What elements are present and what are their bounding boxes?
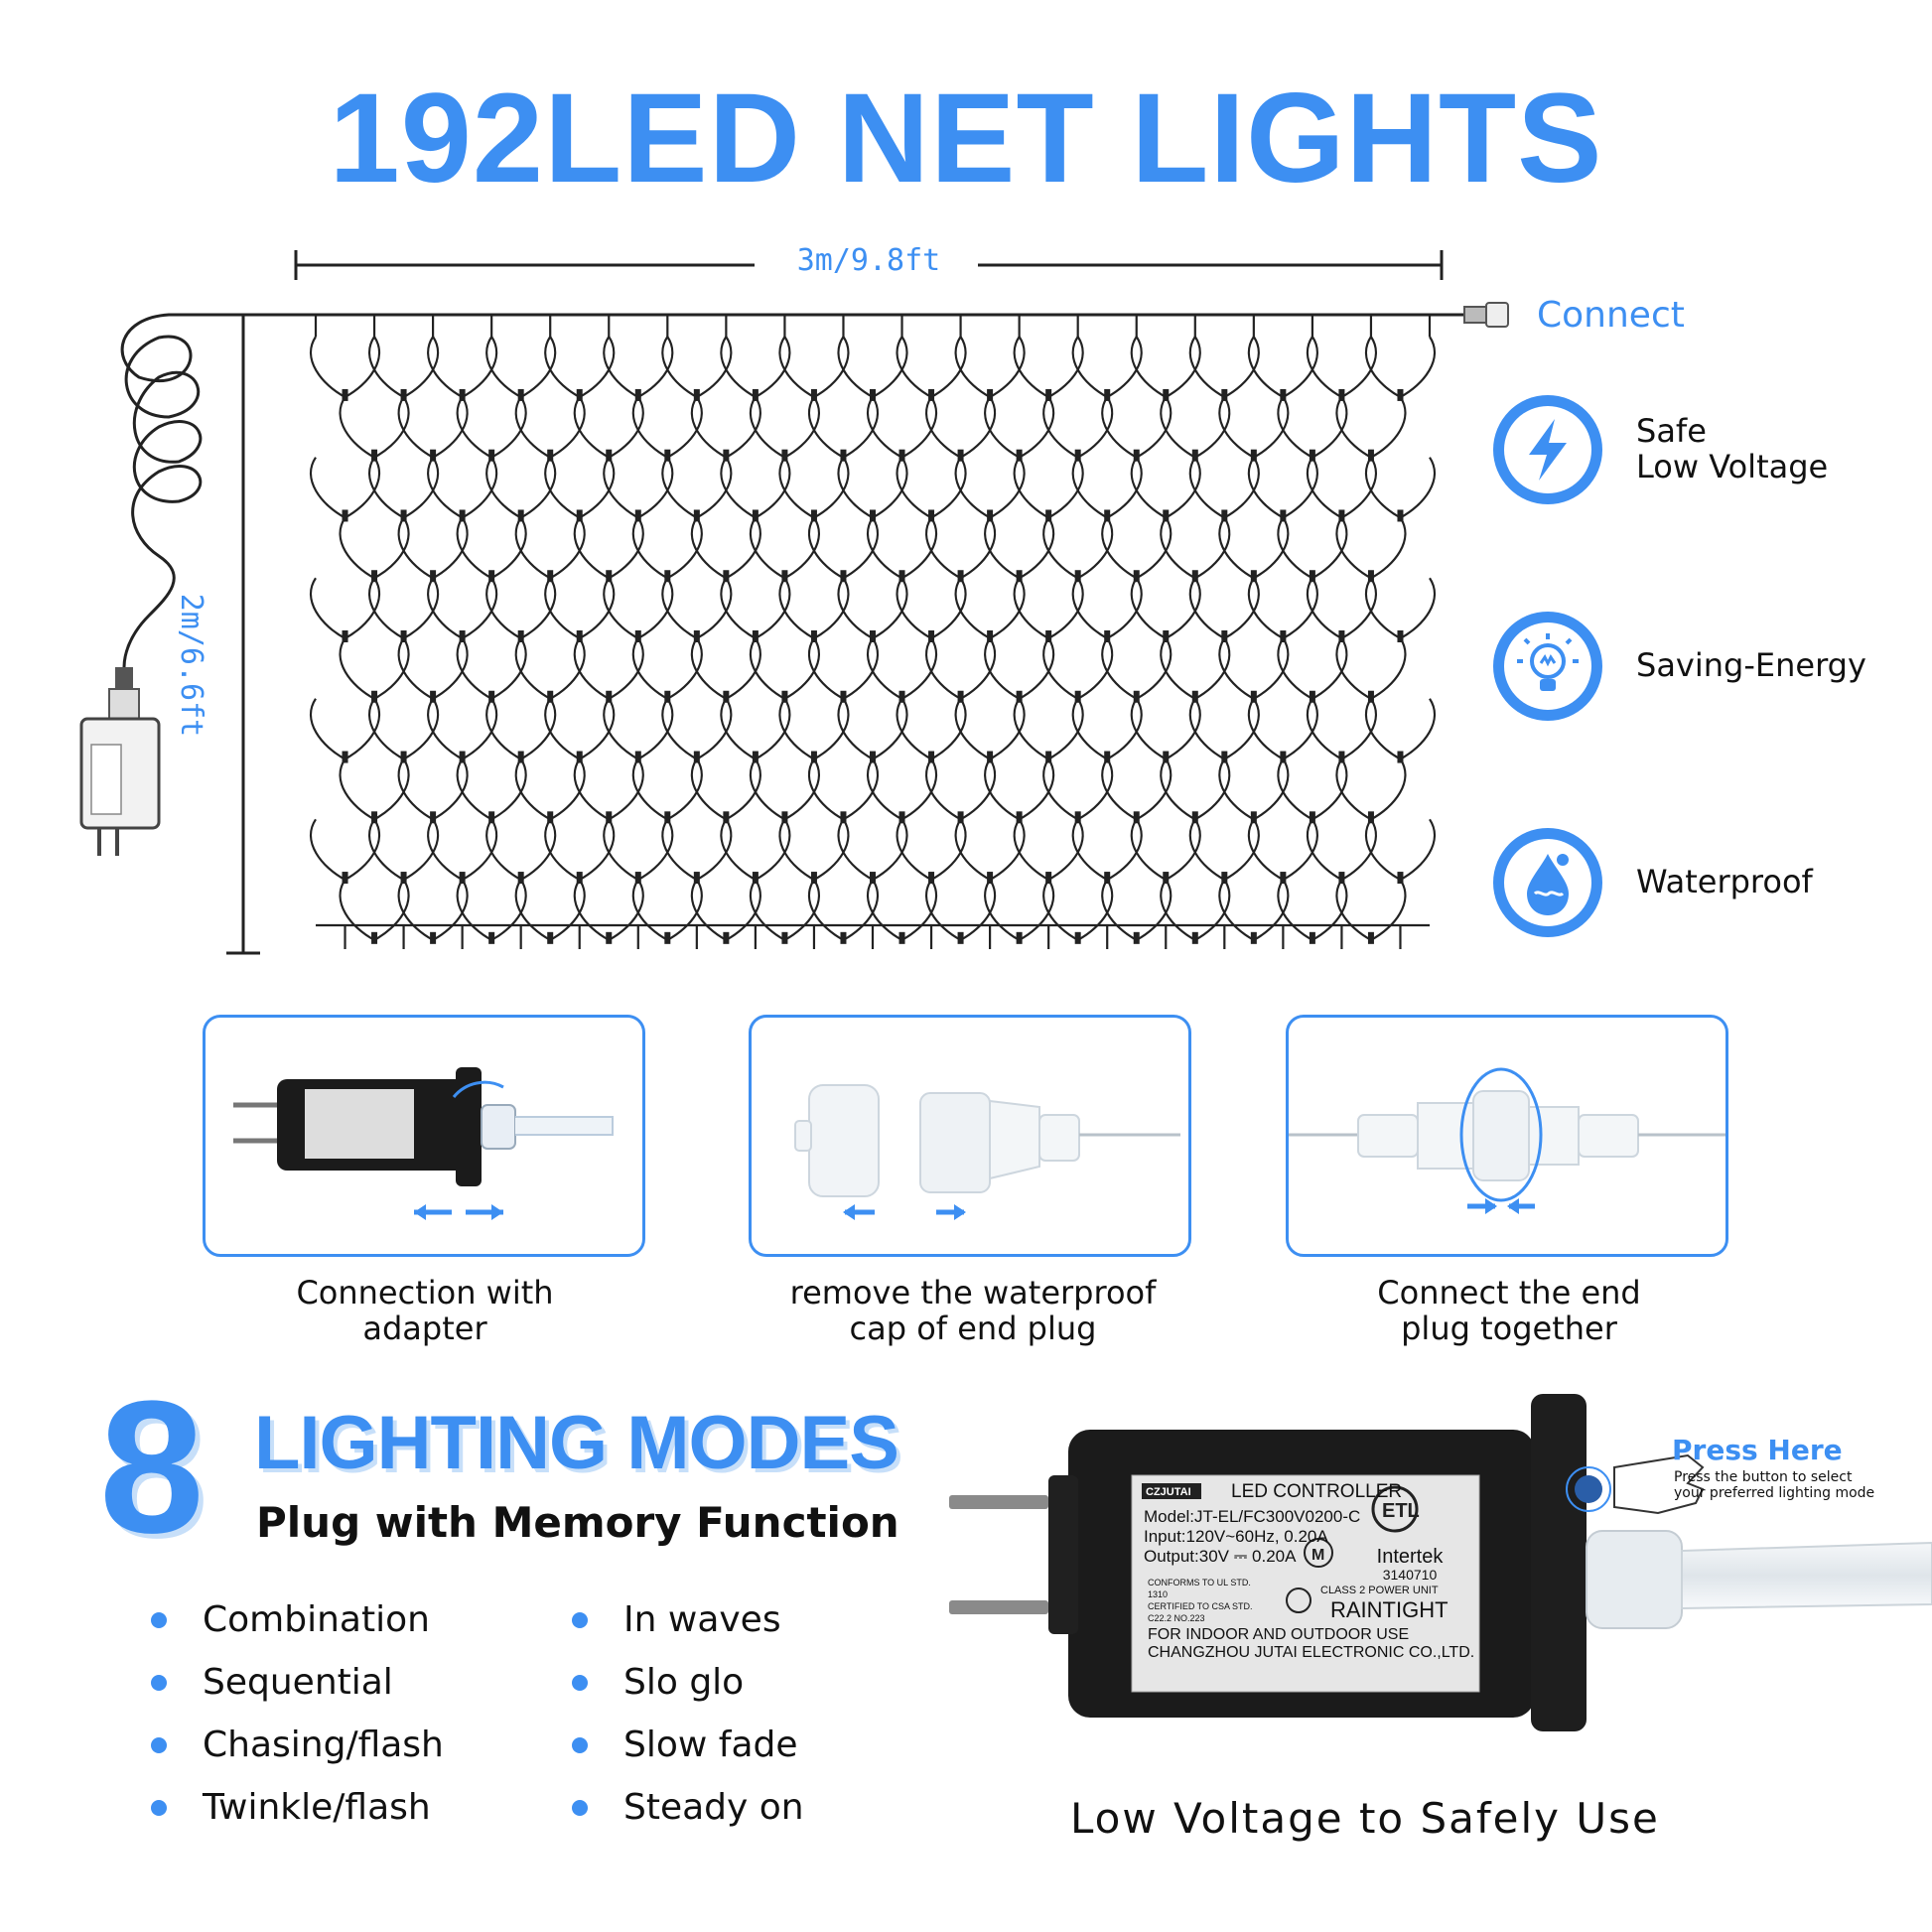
label-usage: FOR INDOOR AND OUTDOOR USE CHANGZHOU JUT… <box>1148 1626 1475 1661</box>
width-label: 3m/9.8ft <box>796 243 941 278</box>
step-box-cap <box>749 1015 1191 1257</box>
controller-caption: Low Voltage to Safely Use <box>1070 1794 1660 1843</box>
label-intertek: Intertek 3140710 <box>1376 1546 1444 1583</box>
modes-count: 8 <box>99 1362 205 1573</box>
label-raintight: RAINTIGHT <box>1330 1597 1449 1622</box>
connect-plugs-illustration <box>1289 1067 1725 1214</box>
lightning-bolt-icon <box>1493 395 1602 504</box>
led-controller-illustration: ETL M <box>949 1394 1932 1731</box>
page-title: 192LED NET LIGHTS <box>329 68 1603 209</box>
lead-wire <box>120 313 316 668</box>
svg-text:ETL: ETL <box>1382 1500 1420 1522</box>
water-drop-icon <box>1493 828 1602 937</box>
label-standards: CONFORMS TO UL STD. 1310 CERTIFIED TO CS… <box>1148 1578 1253 1623</box>
small-adapter-icon <box>79 667 161 856</box>
feature-safe-line1: Safe <box>1636 412 1707 450</box>
net-light-diagram <box>79 250 1509 955</box>
feature-saving-energy: Saving-Energy <box>1636 646 1866 684</box>
end-connector-icon <box>1463 302 1509 328</box>
mode-button[interactable] <box>1293 1563 1328 1598</box>
step-box-together <box>1286 1015 1728 1257</box>
modes-subheading: Plug with Memory Function <box>256 1498 899 1547</box>
light-bulb-icon <box>1493 612 1602 721</box>
step-box-adapter <box>203 1015 645 1257</box>
label-title: LED CONTROLLER <box>1231 1481 1403 1502</box>
label-brand: CZJUTAI <box>1146 1486 1191 1498</box>
modes-heading: LIGHTING MODES <box>254 1401 899 1485</box>
svg-text:M: M <box>1311 1547 1324 1564</box>
connect-label: Connect <box>1537 295 1685 336</box>
press-here-title: Press Here <box>1672 1434 1843 1466</box>
press-here-desc: Press the button to select your preferre… <box>1674 1469 1875 1501</box>
width-dimension-line <box>294 250 1444 280</box>
height-dimension-line <box>226 313 260 955</box>
label-class: CLASS 2 POWER UNIT <box>1320 1585 1439 1596</box>
feature-safe-line2: Low Voltage <box>1636 448 1829 485</box>
height-label: 2m/6.6ft <box>174 593 208 738</box>
remove-cap-illustration <box>794 1084 1180 1220</box>
label-specs: Model:JT-EL/FC300V0200-C Input:120V~60Hz… <box>1144 1507 1361 1566</box>
net-mesh <box>310 315 1436 949</box>
feature-waterproof: Waterproof <box>1636 863 1813 900</box>
adapter-connection-illustration <box>233 1067 614 1220</box>
